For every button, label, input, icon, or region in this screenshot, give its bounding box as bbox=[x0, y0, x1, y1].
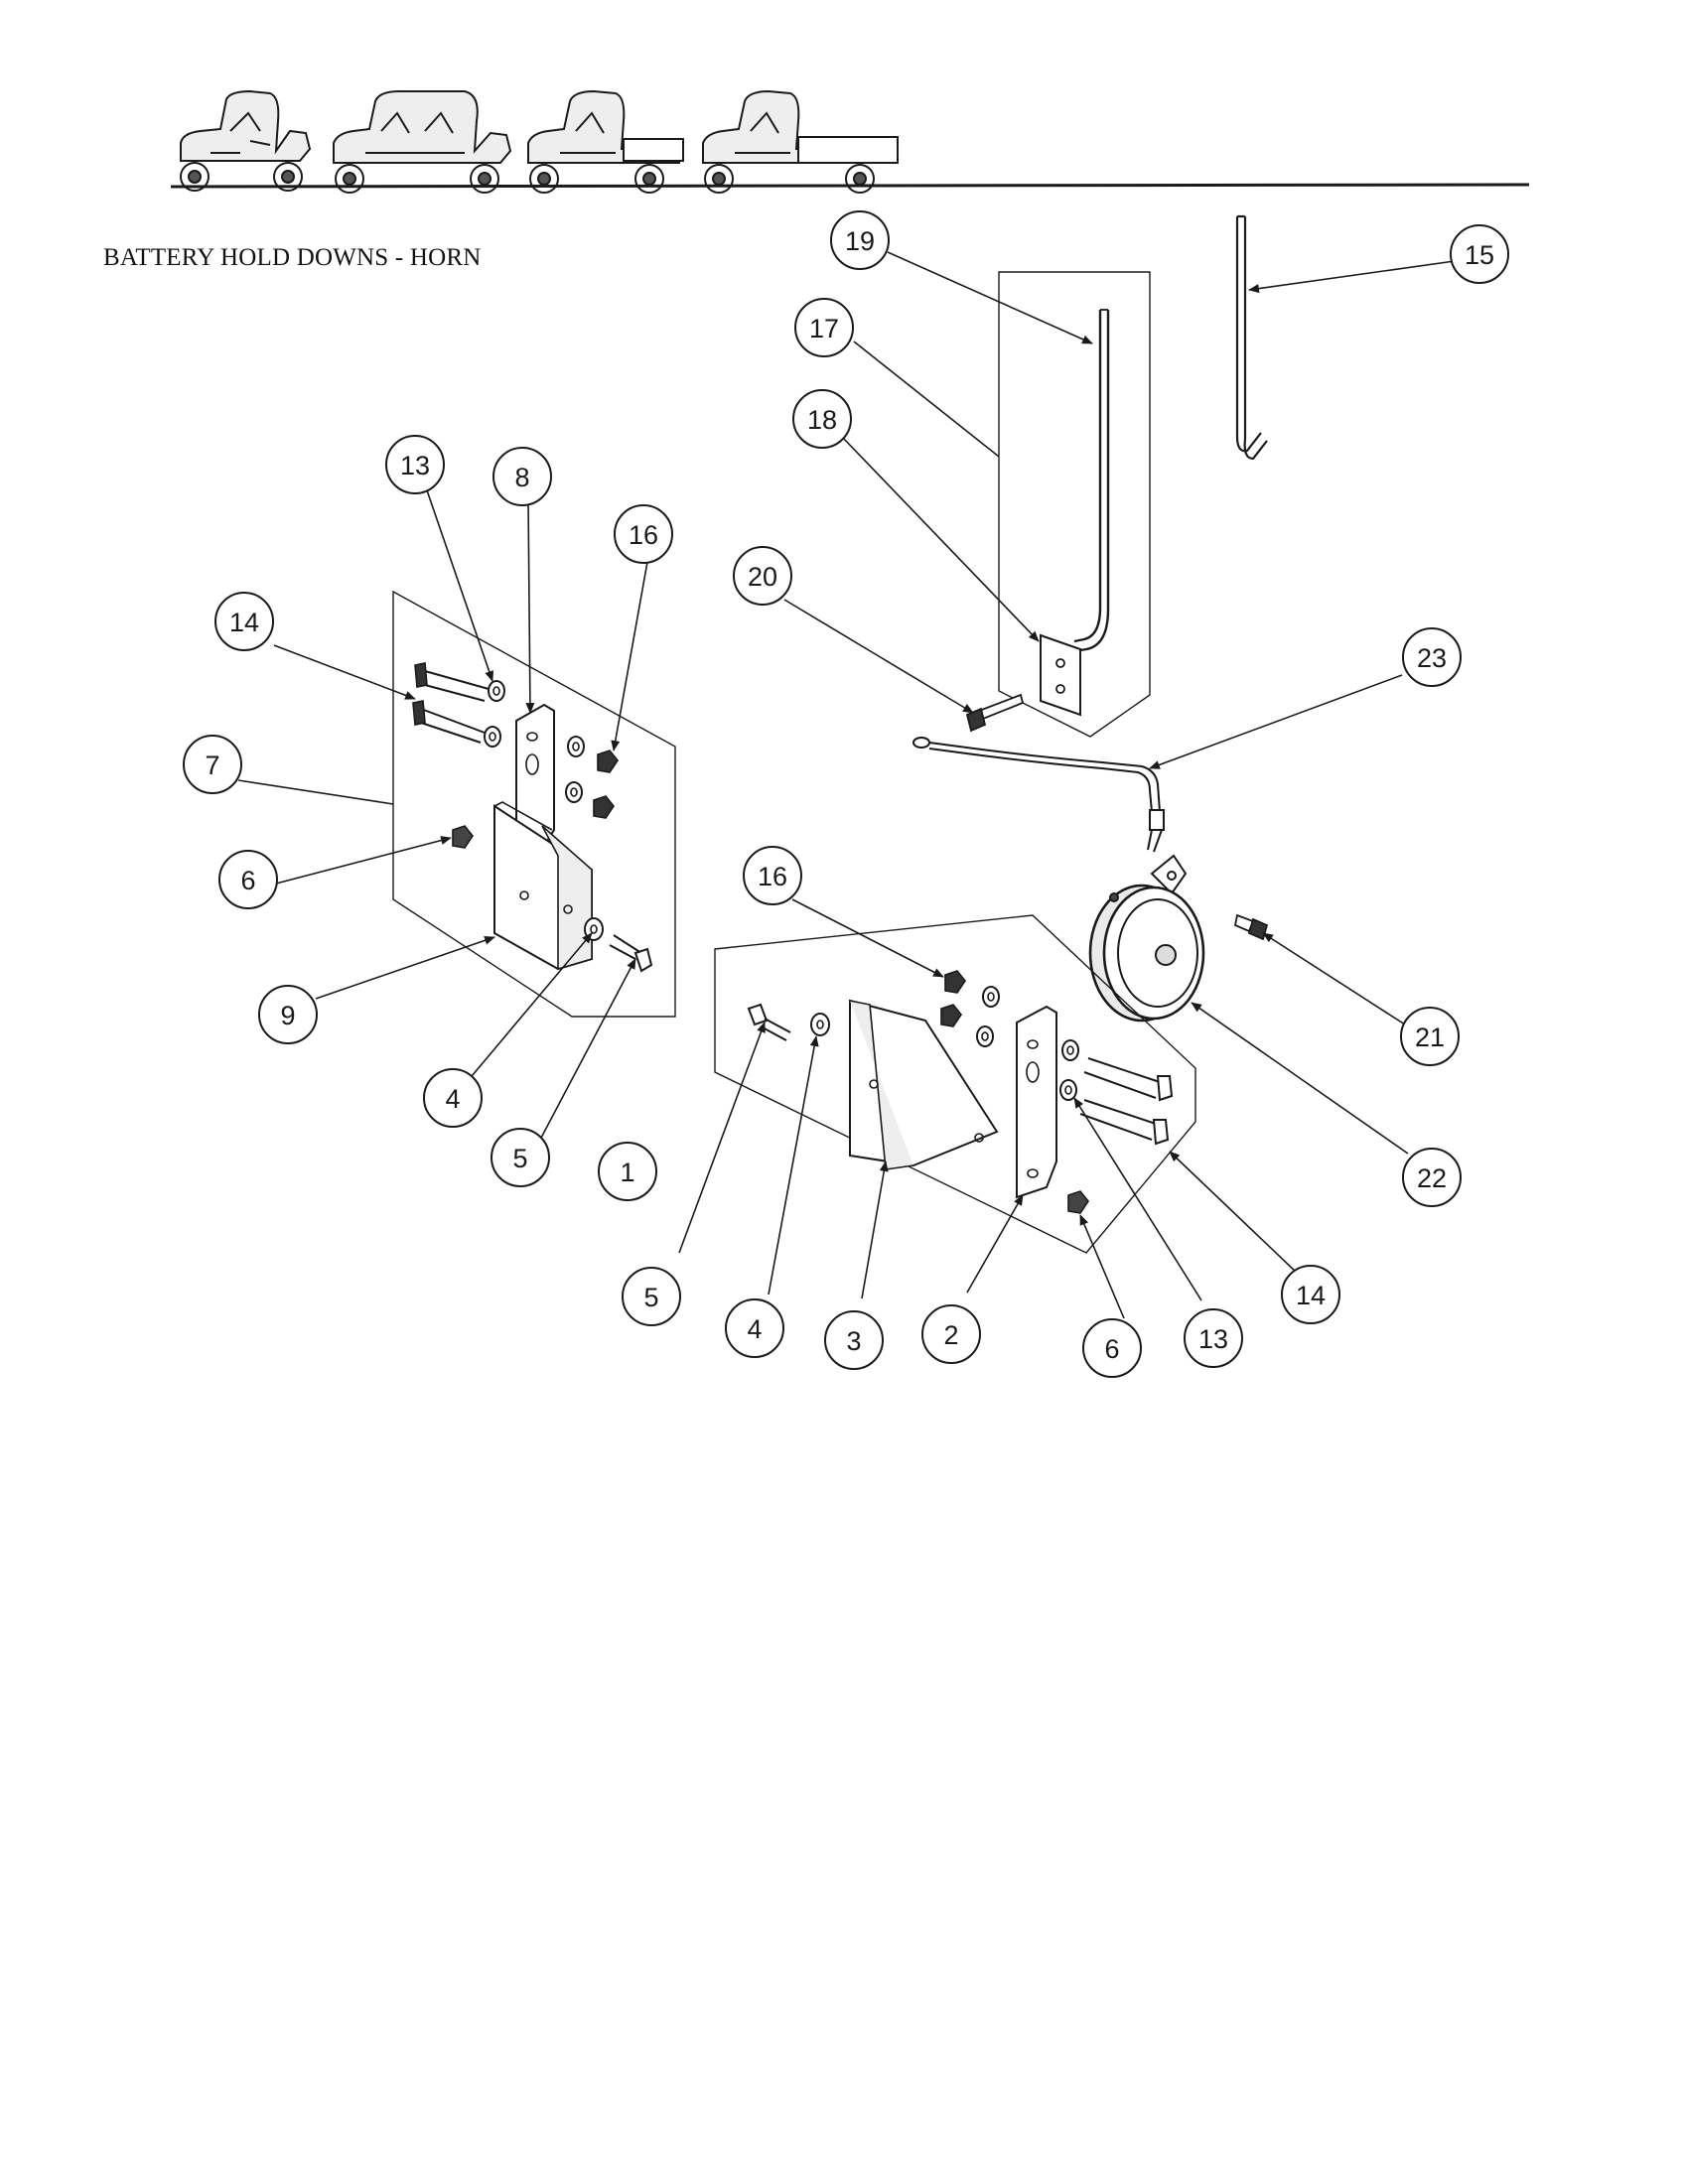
callout-16-left: 16 bbox=[614, 504, 673, 564]
svg-text:6: 6 bbox=[240, 866, 255, 895]
svg-text:16: 16 bbox=[629, 520, 658, 550]
vehicle-2-seat-icon bbox=[180, 89, 312, 192]
svg-text:13: 13 bbox=[400, 451, 430, 480]
horn-22 bbox=[1088, 854, 1205, 1023]
callout-9: 9 bbox=[258, 985, 318, 1044]
callout-7: 7 bbox=[183, 735, 242, 794]
svg-text:5: 5 bbox=[643, 1283, 658, 1312]
left-hold-down-assembly bbox=[392, 590, 676, 1018]
svg-text:23: 23 bbox=[1417, 643, 1447, 673]
callout-5-right: 5 bbox=[622, 1267, 681, 1326]
svg-text:14: 14 bbox=[1296, 1281, 1326, 1310]
svg-text:16: 16 bbox=[758, 862, 787, 891]
svg-text:2: 2 bbox=[943, 1320, 958, 1350]
svg-text:18: 18 bbox=[807, 405, 837, 435]
svg-text:3: 3 bbox=[846, 1326, 861, 1356]
svg-text:14: 14 bbox=[229, 608, 259, 637]
callout-15: 15 bbox=[1450, 224, 1509, 284]
callout-19: 19 bbox=[830, 210, 890, 270]
callout-22: 22 bbox=[1402, 1148, 1462, 1207]
callout-4-left: 4 bbox=[423, 1068, 483, 1128]
hold-down-rod-15 bbox=[1235, 214, 1268, 461]
svg-text:8: 8 bbox=[514, 463, 529, 492]
svg-text:22: 22 bbox=[1417, 1163, 1447, 1193]
svg-text:20: 20 bbox=[748, 562, 777, 592]
callout-16-right: 16 bbox=[743, 846, 802, 905]
vehicle-4-seat-icon bbox=[333, 90, 512, 194]
svg-text:9: 9 bbox=[280, 1001, 295, 1030]
header-rule bbox=[170, 183, 1530, 189]
svg-text:5: 5 bbox=[512, 1144, 527, 1173]
vehicle-short-bed-icon bbox=[527, 89, 684, 194]
callout-21: 21 bbox=[1400, 1007, 1460, 1066]
svg-text:17: 17 bbox=[809, 314, 839, 343]
right-hold-down-assembly bbox=[714, 914, 1196, 1254]
svg-text:13: 13 bbox=[1198, 1324, 1228, 1354]
svg-text:1: 1 bbox=[620, 1158, 634, 1187]
svg-text:7: 7 bbox=[205, 751, 219, 780]
svg-text:21: 21 bbox=[1415, 1023, 1445, 1052]
svg-text:15: 15 bbox=[1465, 240, 1494, 270]
callout-6-left: 6 bbox=[218, 850, 278, 909]
callout-2: 2 bbox=[921, 1304, 981, 1364]
callout-17: 17 bbox=[794, 298, 854, 357]
svg-text:19: 19 bbox=[845, 226, 875, 256]
callout-8: 8 bbox=[492, 447, 552, 506]
callout-13-right: 13 bbox=[1184, 1308, 1243, 1368]
horn-bolt-21 bbox=[1233, 913, 1269, 941]
callout-5-left: 5 bbox=[491, 1128, 550, 1187]
svg-text:6: 6 bbox=[1104, 1334, 1119, 1364]
callout-23: 23 bbox=[1402, 627, 1462, 687]
leader-lines bbox=[237, 251, 1463, 1319]
svg-text:4: 4 bbox=[747, 1314, 762, 1344]
horn-wire-23 bbox=[912, 737, 1165, 853]
callout-3: 3 bbox=[824, 1310, 884, 1370]
svg-text:4: 4 bbox=[445, 1084, 460, 1114]
callout-4-right: 4 bbox=[725, 1298, 784, 1358]
page-title: BATTERY HOLD DOWNS - HORN bbox=[103, 244, 482, 271]
bolt-20 bbox=[965, 693, 1025, 733]
callout-14-left: 14 bbox=[214, 592, 274, 651]
callout-13-left: 13 bbox=[385, 435, 445, 494]
callout-1: 1 bbox=[598, 1142, 657, 1201]
callout-20: 20 bbox=[733, 546, 792, 606]
battery-hold-down-rod-assembly bbox=[998, 271, 1151, 738]
callout-14-right: 14 bbox=[1281, 1265, 1340, 1324]
vehicle-long-bed-icon bbox=[702, 89, 899, 194]
callout-6-right: 6 bbox=[1082, 1318, 1142, 1378]
callout-18: 18 bbox=[792, 389, 852, 449]
